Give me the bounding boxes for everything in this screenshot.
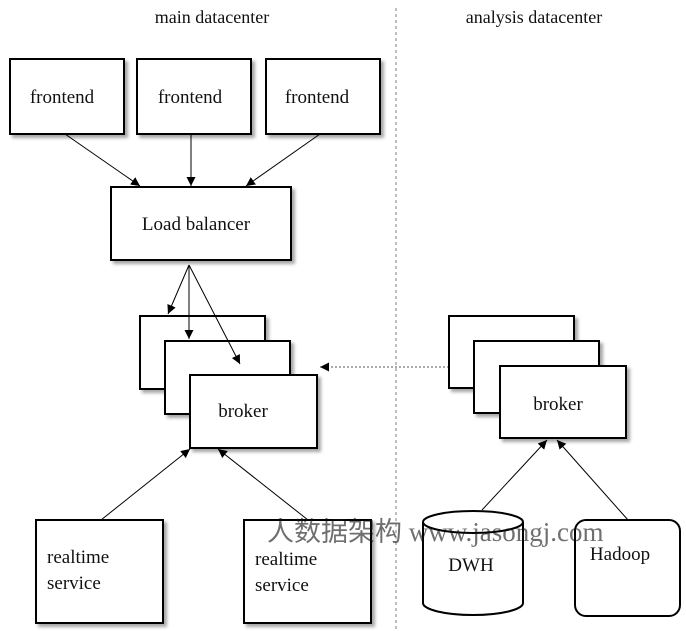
arrow-hadoop-to-broker [556, 439, 629, 521]
analysis-broker-label: broker [533, 394, 583, 415]
load-balancer-node: Load balancer [110, 186, 292, 261]
frontend-2-label: frontend [158, 87, 223, 108]
frontend-node-2: frontend [136, 58, 252, 135]
arrow-frontend-3-to-lb [245, 133, 321, 187]
hadoop-label: Hadoop [590, 544, 650, 565]
realtime-service-1-line2: service [47, 573, 101, 594]
watermark-text: 人数据架构 www.jasongj.com [267, 517, 603, 547]
arrow-frontend-1-to-lb [64, 133, 141, 187]
analysis-broker-stack: broker [448, 315, 627, 439]
arrow-realtime-2-to-broker [217, 448, 309, 521]
dwh-cylinder-node: DWH [422, 510, 524, 616]
realtime-service-2-line1: realtime [255, 549, 317, 570]
frontend-1-label: frontend [30, 87, 95, 108]
analysis-datacenter-header: analysis datacenter [466, 7, 602, 27]
main-broker-label: broker [218, 401, 268, 422]
arrow-realtime-1-to-broker [100, 448, 191, 521]
realtime-service-1-line1: realtime [47, 547, 109, 568]
load-balancer-label: Load balancer [142, 214, 251, 235]
frontend-node-1: frontend [9, 58, 125, 135]
dwh-label: DWH [448, 555, 494, 576]
arrow-dwh-to-broker [481, 439, 548, 511]
analysis-broker-node [499, 365, 627, 439]
frontend-node-3: frontend [265, 58, 381, 135]
main-broker-node [189, 374, 318, 449]
main-broker-stack: broker [139, 315, 318, 449]
realtime-service-node-1: realtime service [35, 519, 164, 624]
realtime-service-node-2: realtime service [243, 519, 372, 624]
arrow-lb-to-broker-1 [167, 264, 190, 315]
frontend-3-label: frontend [285, 87, 350, 108]
main-datacenter-header: main datacenter [155, 7, 269, 27]
realtime-service-2-line2: service [255, 575, 309, 596]
arrow-lb-to-broker-3 [188, 264, 241, 365]
